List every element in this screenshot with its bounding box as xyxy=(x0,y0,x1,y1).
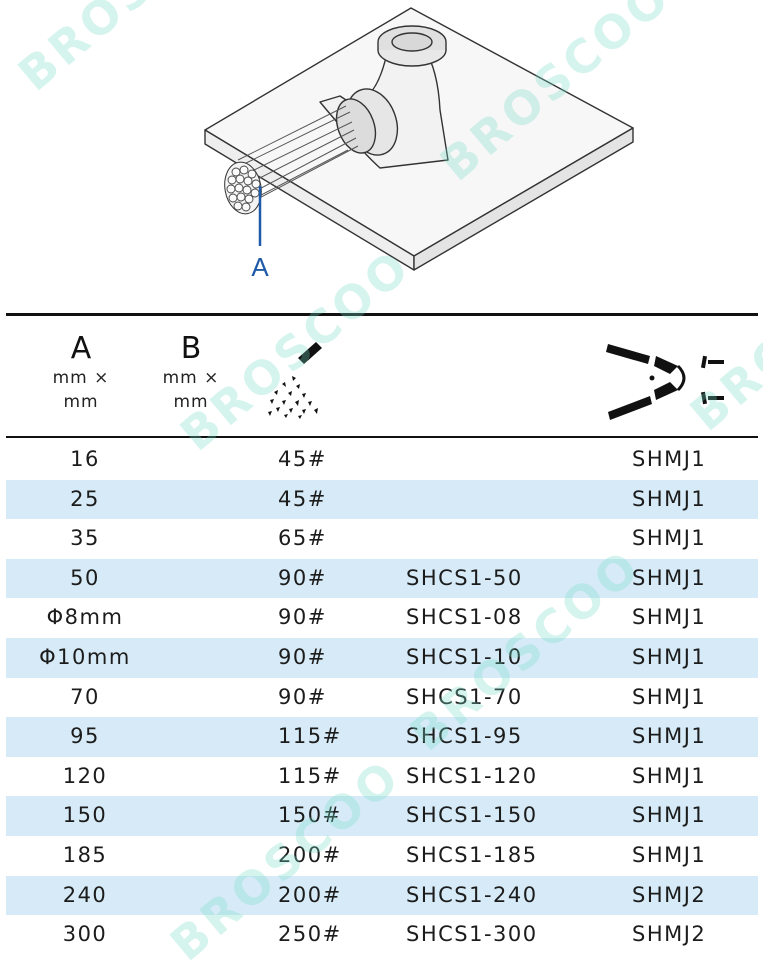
cable-size-cell: Φ8mm xyxy=(46,605,124,630)
table-row: 240 200# SHCS1-240 SHMJ2 xyxy=(6,875,758,916)
cable-size-cell: 300 xyxy=(62,922,108,947)
column-b-letter: B xyxy=(180,331,202,366)
clamp-tool-cell: SHMJ1 xyxy=(632,644,707,669)
clamp-tool-cell: SHMJ1 xyxy=(632,684,707,709)
cartridge-cell: SHCS1-95 xyxy=(406,724,523,749)
clamp-tool-cell: SHMJ1 xyxy=(632,724,707,749)
weld-powder-cell: 90# xyxy=(278,605,327,630)
clamp-tool-cell: SHMJ1 xyxy=(632,605,707,630)
weld-powder-cell: 45# xyxy=(278,447,327,471)
column-header-a: A mm × mm xyxy=(30,318,132,434)
table-row: 300 250# SHCS1-300 SHMJ2 xyxy=(6,915,758,955)
clamp-tool-cell: SHMJ1 xyxy=(632,803,707,828)
table-row: 16 45# SHMJ1 xyxy=(6,440,758,480)
weld-powder-cell: 115# xyxy=(278,763,342,788)
weld-powder-cell: 90# xyxy=(278,644,327,669)
weld-powder-icon xyxy=(268,342,322,419)
table-row: Φ10mm 90# SHCS1-10 SHMJ1 xyxy=(6,637,758,678)
cartridge-cell: SHCS1-120 xyxy=(406,763,538,788)
cable-size-cell: 120 xyxy=(62,763,108,788)
weld-powder-cell: 65# xyxy=(278,526,327,551)
cable-size-cell: 95 xyxy=(70,724,100,749)
table-row: 25 45# SHMJ1 xyxy=(6,479,758,520)
cartridge-cell: SHCS1-50 xyxy=(406,565,523,590)
dimension-label-a: A xyxy=(251,252,269,282)
cartridge-cell: SHCS1-70 xyxy=(406,684,523,709)
weld-powder-cell: 45# xyxy=(278,486,327,511)
table-row: 185 200# SHCS1-185 SHMJ1 xyxy=(6,836,758,876)
cable-size-cell: 35 xyxy=(70,526,100,551)
table-row: 70 90# SHCS1-70 SHMJ1 xyxy=(6,678,758,718)
cable-size-cell: 25 xyxy=(70,486,100,511)
table-row: 50 90# SHCS1-50 SHMJ1 xyxy=(6,558,758,599)
cable-size-cell: 70 xyxy=(70,684,100,709)
table-row: 35 65# SHMJ1 xyxy=(6,519,758,559)
column-a-unit-line-2: mm xyxy=(63,392,99,412)
cable-size-cell: 185 xyxy=(62,842,108,867)
table-row: Φ8mm 90# SHCS1-08 SHMJ1 xyxy=(6,598,758,638)
table-row: 150 150# SHCS1-150 SHMJ1 xyxy=(6,796,758,836)
table-header-rule xyxy=(6,436,758,438)
table-top-rule xyxy=(6,313,758,316)
weld-powder-cell: 150# xyxy=(278,803,342,828)
clamp-tool-cell: SHMJ2 xyxy=(632,922,707,947)
pliers-clamp-icon xyxy=(606,344,724,420)
clamp-tool-cell: SHMJ1 xyxy=(632,842,707,867)
clamp-tool-cell: SHMJ1 xyxy=(632,763,707,788)
column-b-unit-line-2: mm xyxy=(173,392,209,412)
clamp-tool-cell: SHMJ1 xyxy=(632,447,707,471)
table-row: 120 115# SHCS1-120 SHMJ1 xyxy=(6,757,758,797)
cable-size-cell: 240 xyxy=(62,882,108,907)
weld-powder-cell: 250# xyxy=(278,922,342,947)
cartridge-cell: SHCS1-10 xyxy=(406,644,523,669)
column-a-letter: A xyxy=(70,331,92,366)
weld-powder-cell: 90# xyxy=(278,684,327,709)
column-b-unit-line-1: mm × xyxy=(162,368,220,388)
weld-powder-cell: 200# xyxy=(278,882,342,907)
weld-powder-cell: 90# xyxy=(278,565,327,590)
clamp-tool-cell: SHMJ1 xyxy=(632,526,707,551)
weld-powder-cell: 115# xyxy=(278,724,342,749)
cable-size-cell: Φ10mm xyxy=(39,644,131,669)
cartridge-cell: SHCS1-185 xyxy=(406,842,538,867)
cable-to-plate-illustration: A xyxy=(204,7,634,282)
cable-size-cell: 50 xyxy=(70,565,100,590)
column-header-b: B mm × mm xyxy=(140,318,242,434)
table-row: 95 115# SHCS1-95 SHMJ1 xyxy=(6,717,758,757)
cable-size-cell: 150 xyxy=(62,803,108,828)
clamp-tool-cell: SHMJ2 xyxy=(632,882,707,907)
cartridge-cell: SHCS1-150 xyxy=(406,803,538,828)
cartridge-cell: SHCS1-08 xyxy=(406,605,523,630)
cartridge-cell: SHCS1-240 xyxy=(406,882,538,907)
cable-size-cell: 16 xyxy=(70,447,100,471)
specification-table: 16 45# SHMJ1 25 45# SHMJ1 35 65# SHMJ1 50 90# SH… xyxy=(6,440,758,955)
column-a-unit-line-1: mm × xyxy=(52,368,110,388)
clamp-tool-cell: SHMJ1 xyxy=(632,565,707,590)
cartridge-cell: SHCS1-300 xyxy=(406,922,538,947)
weld-powder-cell: 200# xyxy=(278,842,342,867)
clamp-tool-cell: SHMJ1 xyxy=(632,486,707,511)
